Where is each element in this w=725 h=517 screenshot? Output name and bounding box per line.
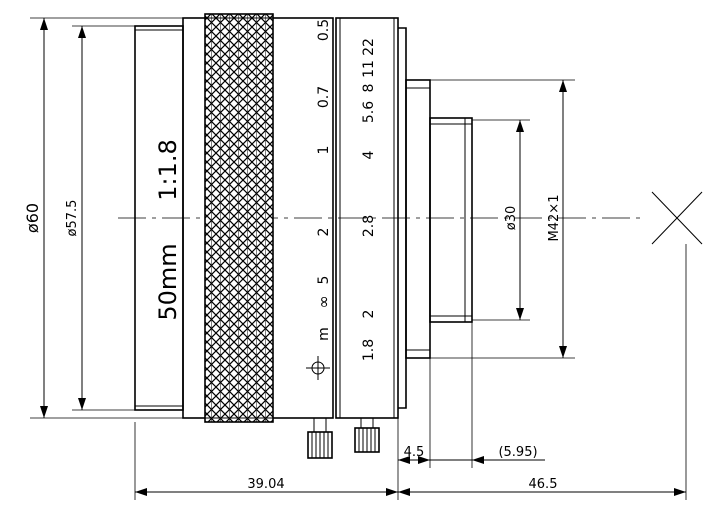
focus-lock-screw[interactable]: [307, 417, 333, 459]
length-dimensions: 39.04 46.5 4.5 (5.95): [134, 244, 687, 500]
aperture-mark: 2: [361, 310, 377, 319]
aperture-mark: 5.6: [361, 101, 377, 123]
focal-length-label: 50mm: [154, 243, 182, 320]
aperture-scale: 22 11 8 5.6 4 2.8 2 1.8: [361, 38, 377, 361]
flange-diameter-dimension: ø30: [472, 119, 530, 321]
aperture-ratio-label: 1:1.8: [154, 139, 182, 201]
focus-ring: [182, 13, 334, 423]
focus-mark: 5: [316, 276, 332, 285]
index-mark-icon: [306, 356, 330, 380]
outer-diameter-value: ø60: [23, 203, 42, 233]
back-focus-value: 46.5: [529, 477, 558, 492]
focus-mark: 2: [316, 228, 332, 237]
mount-depth-value: 4.5: [404, 445, 425, 460]
aperture-mark: 22: [361, 38, 377, 56]
focal-point-marker: [651, 191, 703, 245]
rear-element: [429, 117, 473, 323]
outer-diameter-dimension: ø60: [23, 17, 205, 419]
focus-mark: 0.5: [316, 19, 332, 41]
aperture-mark: 11: [361, 60, 377, 78]
focus-distance-scale: 0.5 0.7 1 2 5 ∞ m: [314, 19, 333, 341]
body-length-value: 39.04: [247, 477, 284, 492]
meter-unit-mark: m: [316, 327, 332, 341]
mount-thread-dimension: M42×1: [430, 79, 575, 359]
focus-mark: 0.7: [316, 86, 332, 108]
infinity-mark: ∞: [314, 295, 333, 308]
flange-offset-value: (5.95): [498, 445, 537, 460]
aperture-mark: 4: [361, 150, 377, 159]
aperture-lock-screw[interactable]: [354, 417, 380, 453]
mount-thread-value: M42×1: [547, 195, 562, 242]
focus-mark: 1: [316, 146, 332, 155]
aperture-mark: 8: [361, 84, 377, 93]
aperture-mark: 1.8: [361, 339, 377, 361]
aperture-mark: 2.8: [361, 215, 377, 237]
barrel-diameter-dimension: ø57.5: [65, 25, 135, 411]
flange-diameter-value: ø30: [504, 206, 519, 231]
barrel-diameter-value: ø57.5: [65, 200, 80, 237]
